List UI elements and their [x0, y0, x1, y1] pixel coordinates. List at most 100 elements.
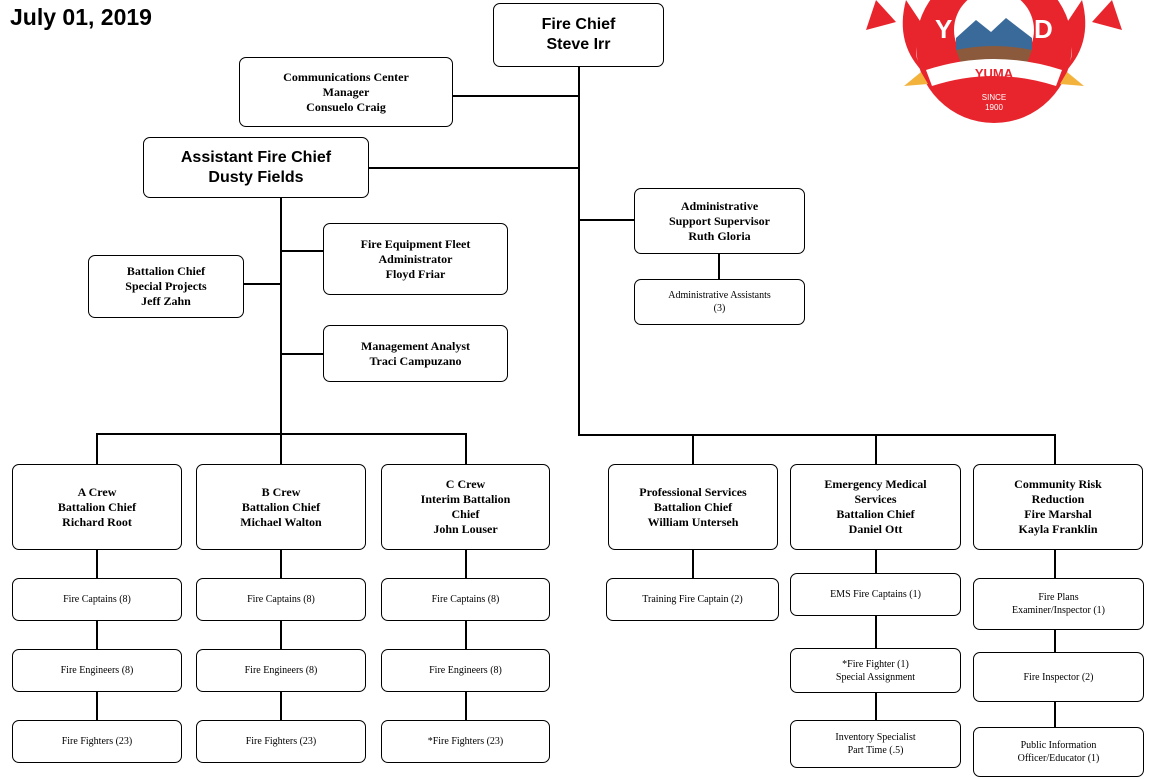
- connector: [578, 219, 635, 221]
- fire-chief-box: Fire Chief Steve Irr: [493, 3, 664, 67]
- connector: [96, 549, 98, 721]
- analyst-title: Management Analyst: [361, 338, 470, 353]
- assistant-name: Dusty Fields: [208, 168, 304, 186]
- prof-line1: Professional Services: [639, 484, 747, 499]
- c-crew-captains: Fire Captains (8): [431, 594, 500, 605]
- a-crew-name: Richard Root: [62, 514, 132, 529]
- connector: [96, 433, 98, 465]
- prof-line2: Battalion Chief: [653, 499, 733, 514]
- pio-line1: Public Information: [1020, 740, 1097, 751]
- fire-inspector-box: Fire Inspector (2): [973, 652, 1144, 702]
- chart-date: July 01, 2019: [10, 4, 152, 30]
- public-info-officer-box: Public Information Officer/Educator (1): [973, 727, 1144, 777]
- training-captain-box: Training Fire Captain (2): [606, 578, 779, 621]
- connector: [875, 549, 877, 721]
- communications-name: Consuelo Craig: [306, 99, 386, 114]
- c-crew-engineers-box: Fire Engineers (8): [381, 649, 550, 692]
- b-crew-captains-box: Fire Captains (8): [196, 578, 366, 621]
- connector: [280, 250, 324, 252]
- assistant-fire-chief-box: Assistant Fire Chief Dusty Fields: [143, 137, 369, 198]
- fire-chief-title: Fire Chief: [541, 16, 616, 33]
- fleet-administrator-box: Fire Equipment Fleet Administrator Floyd…: [323, 223, 508, 295]
- connector: [280, 433, 282, 465]
- admin-supervisor-box: Administrative Support Supervisor Ruth G…: [634, 188, 805, 254]
- ems-box: Emergency Medical Services Battalion Chi…: [790, 464, 961, 550]
- a-crew-fighters: Fire Fighters (23): [61, 736, 133, 747]
- c-crew-fighters-box: *Fire Fighters (23): [381, 720, 550, 763]
- crr-line1: Community Risk: [1014, 477, 1102, 491]
- ems-captains: EMS Fire Captains (1): [830, 589, 921, 600]
- logo-letter-left: Y: [935, 14, 952, 44]
- connector: [718, 254, 720, 279]
- connector: [692, 434, 694, 465]
- connector: [452, 95, 579, 97]
- special-projects-box: Battalion Chief Special Projects Jeff Za…: [88, 255, 244, 318]
- logo-letter-right: D: [1034, 14, 1053, 44]
- c-crew-line1: C Crew: [445, 477, 486, 491]
- b-crew-fighters: Fire Fighters (23): [245, 736, 317, 747]
- crr-line2: Reduction: [1031, 492, 1085, 506]
- fleet-name: Floyd Friar: [385, 266, 446, 281]
- logo-mountain: [956, 18, 1032, 50]
- special-line2: Special Projects: [125, 279, 207, 293]
- logo-flames: [866, 0, 1122, 75]
- c-crew-name: John Louser: [433, 522, 498, 536]
- connector: [280, 198, 282, 434]
- ems-line3: Battalion Chief: [836, 507, 915, 521]
- c-crew-box: C Crew Interim Battalion Chief John Lous…: [381, 464, 550, 550]
- plans-line1: Fire Plans: [1038, 592, 1079, 603]
- connector: [465, 549, 467, 721]
- assistant-title: Assistant Fire Chief: [180, 148, 332, 166]
- management-analyst-box: Management Analyst Traci Campuzano: [323, 325, 508, 382]
- ems-line2: Services: [854, 492, 897, 506]
- connector: [465, 433, 467, 465]
- fire-chief-name: Steve Irr: [546, 36, 611, 53]
- connector: [368, 167, 579, 169]
- communications-center-box: Communications Center Manager Consuelo C…: [239, 57, 453, 127]
- admin-line1: Administrative: [680, 198, 759, 213]
- plans-line2: Examiner/Inspector (1): [1011, 605, 1106, 616]
- b-crew-line2: Battalion Chief: [241, 499, 321, 514]
- logo-banner-end-right: [1060, 72, 1084, 86]
- connector: [280, 353, 324, 355]
- connector: [1054, 549, 1056, 729]
- c-crew-line2: Interim Battalion: [420, 492, 511, 506]
- training-captain: Training Fire Captain (2): [642, 594, 743, 605]
- pio-line2: Officer/Educator (1): [1017, 753, 1100, 764]
- fire-inspector: Fire Inspector (2): [1023, 671, 1094, 683]
- a-crew-line2: Battalion Chief: [57, 499, 137, 514]
- connector: [243, 283, 282, 285]
- fleet-line2: Administrator: [378, 251, 453, 266]
- b-crew-engineers: Fire Engineers (8): [244, 665, 318, 676]
- b-crew-line1: B Crew: [261, 484, 301, 499]
- a-crew-box: A Crew Battalion Chief Richard Root: [12, 464, 182, 550]
- b-crew-engineers-box: Fire Engineers (8): [196, 649, 366, 692]
- fleet-line1: Fire Equipment Fleet: [360, 236, 471, 251]
- ems-name: Daniel Ott: [848, 522, 903, 536]
- inventory-specialist-box: Inventory Specialist Part Time (.5): [790, 720, 961, 768]
- c-crew-engineers: Fire Engineers (8): [429, 665, 502, 676]
- logo-year: 1900: [985, 103, 1003, 112]
- special-name: Jeff Zahn: [141, 294, 191, 308]
- professional-services-box: Professional Services Battalion Chief Wi…: [608, 464, 778, 550]
- b-crew-name: Michael Walton: [240, 514, 322, 529]
- fire-plans-box: Fire Plans Examiner/Inspector (1): [973, 578, 1144, 630]
- connector: [1054, 434, 1056, 465]
- connector: [875, 434, 877, 465]
- logo-banner-end-left: [904, 72, 928, 86]
- ems-ff-line1: *Fire Fighter (1): [842, 658, 909, 670]
- a-crew-captains-box: Fire Captains (8): [12, 578, 182, 621]
- logo-banner-text: YUMA: [975, 66, 1014, 81]
- yfd-logo: Y D YUMA SINCE 1900: [866, 0, 1122, 123]
- admin-name: Ruth Gloria: [688, 228, 751, 243]
- communications-line2: Manager: [322, 84, 370, 99]
- connector: [692, 549, 694, 579]
- inventory-line2: Part Time (.5): [847, 745, 904, 756]
- a-crew-captains: Fire Captains (8): [63, 594, 131, 605]
- prof-name: William Unterseh: [647, 514, 739, 529]
- communications-line1: Communications Center: [283, 69, 409, 84]
- logo-since: SINCE: [982, 93, 1006, 102]
- a-crew-line1: A Crew: [77, 484, 117, 499]
- crr-line3: Fire Marshal: [1024, 507, 1092, 521]
- b-crew-captains: Fire Captains (8): [247, 594, 315, 605]
